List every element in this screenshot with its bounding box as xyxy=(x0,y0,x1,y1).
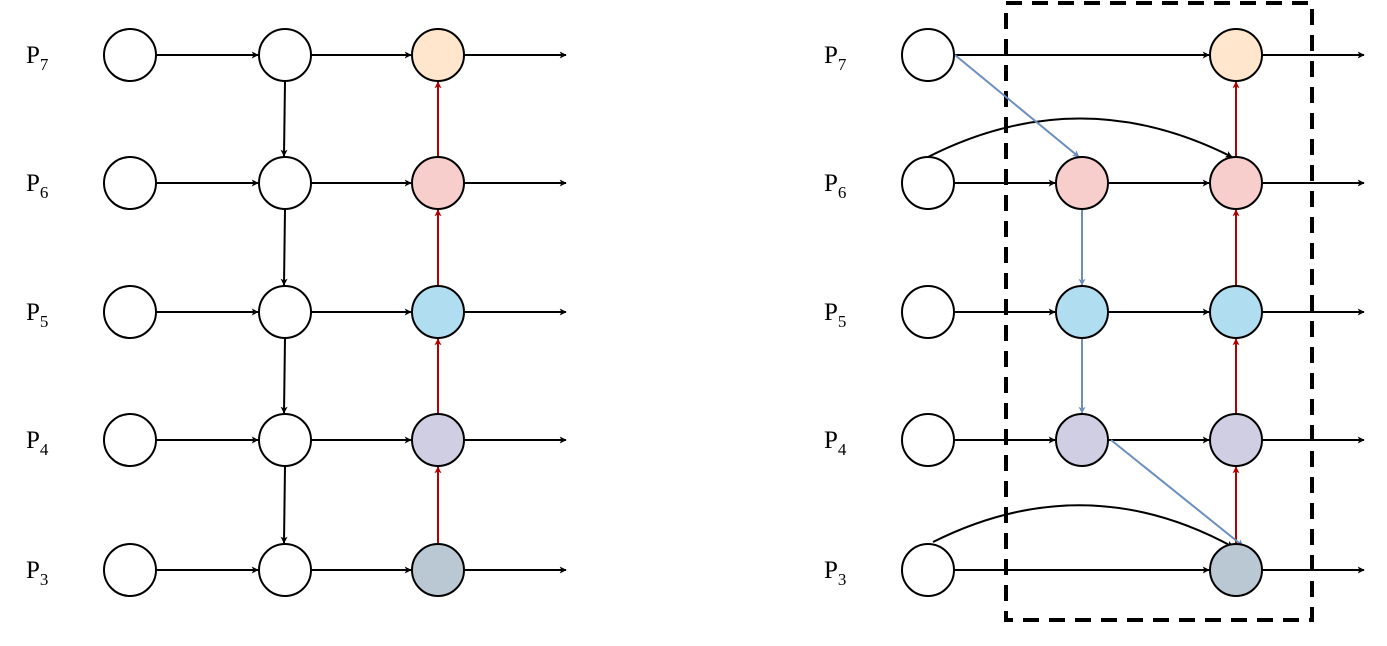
node-topdown-p5 xyxy=(258,285,312,339)
node-r-output-p6 xyxy=(1209,156,1263,210)
node-input-p3 xyxy=(103,543,157,597)
blue-edge-p4-p3 xyxy=(1110,439,1244,547)
node-r-input-p4 xyxy=(901,413,955,467)
level-label-p4: P4 xyxy=(26,427,49,459)
node-topdown-p6 xyxy=(258,156,312,210)
skip-curve-p6 xyxy=(927,117,1233,158)
topdown-edge-p6-p5 xyxy=(280,208,288,286)
node-r-input-p7 xyxy=(901,28,955,82)
node-r-output-p5 xyxy=(1209,285,1263,339)
topdown-edge-p5-p4 xyxy=(280,337,288,414)
node-topdown-p3 xyxy=(258,543,312,597)
r-level-label-p6: P6 xyxy=(824,170,846,202)
blue-edge-p7-p6 xyxy=(954,54,1080,158)
node-bottomup-p4 xyxy=(411,413,465,467)
r-level-label-p3: P3 xyxy=(824,557,846,589)
node-r-mid-p5 xyxy=(1055,285,1109,339)
r-level-label-p7: P7 xyxy=(824,42,847,74)
node-r-output-p3 xyxy=(1209,543,1263,597)
level-label-p3: P3 xyxy=(26,557,48,589)
node-topdown-p7 xyxy=(258,28,312,82)
node-input-p7 xyxy=(103,28,157,82)
node-topdown-p4 xyxy=(258,413,312,467)
skip-curve-p3 xyxy=(932,504,1234,548)
node-input-p5 xyxy=(103,285,157,339)
node-r-input-p5 xyxy=(901,285,955,339)
node-r-output-p4 xyxy=(1209,413,1263,467)
node-bottomup-p5 xyxy=(411,285,465,339)
node-r-mid-p6 xyxy=(1055,156,1109,210)
node-bottomup-p6 xyxy=(411,156,465,210)
node-bottomup-p7 xyxy=(411,28,465,82)
node-input-p6 xyxy=(103,156,157,210)
r-level-label-p4: P4 xyxy=(824,427,847,459)
level-label-p5: P5 xyxy=(26,299,48,331)
level-label-p7: P7 xyxy=(26,42,49,74)
node-input-p4 xyxy=(103,413,157,467)
level-label-p6: P6 xyxy=(26,170,48,202)
topdown-edge-p7-p6 xyxy=(280,80,288,157)
node-r-input-p6 xyxy=(901,156,955,210)
node-r-input-p3 xyxy=(901,543,955,597)
node-r-output-p7 xyxy=(1209,28,1263,82)
node-r-mid-p4 xyxy=(1055,413,1109,467)
node-bottomup-p3 xyxy=(411,543,465,597)
topdown-edge-p4-p3 xyxy=(280,465,288,544)
r-level-label-p5: P5 xyxy=(824,299,846,331)
